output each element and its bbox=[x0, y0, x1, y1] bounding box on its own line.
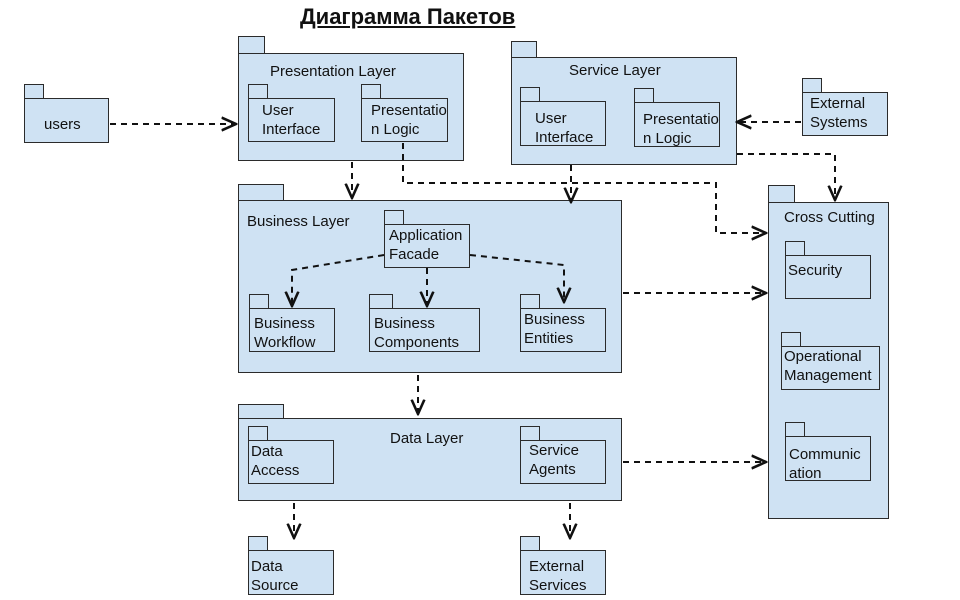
package-body bbox=[520, 440, 606, 484]
package-body bbox=[785, 255, 871, 299]
package-label: User Interface bbox=[535, 110, 594, 146]
package-body bbox=[785, 436, 871, 481]
package-label: Data Access bbox=[251, 443, 300, 479]
arrow-service-to-cross-cutting bbox=[737, 153, 835, 200]
arrow-presentation-logic-to-cross-cutting bbox=[402, 143, 766, 233]
package-label: Business Workflow bbox=[254, 315, 316, 351]
package-body bbox=[24, 98, 109, 143]
package-label: Communic ation bbox=[789, 446, 861, 482]
package-label: Application Facade bbox=[389, 227, 463, 263]
package-body bbox=[248, 98, 335, 142]
package-label: Service Layer bbox=[569, 62, 661, 79]
package-body bbox=[802, 92, 888, 136]
package-label: Presentatio n Logic bbox=[371, 102, 447, 138]
package-label: Cross Cutting bbox=[784, 209, 875, 226]
package-label: Security bbox=[788, 262, 843, 279]
package-body bbox=[248, 440, 334, 484]
package-body bbox=[520, 101, 606, 146]
package-body bbox=[781, 346, 880, 390]
arrow-facade-to-workflow bbox=[292, 254, 385, 306]
package-label: Data Layer bbox=[390, 430, 464, 447]
diagram-title: Диаграмма Пакетов bbox=[300, 4, 516, 29]
package-body bbox=[384, 224, 470, 268]
package-label: Presentatio n Logic bbox=[643, 111, 719, 147]
package-label: Business Components bbox=[374, 315, 460, 351]
package-body bbox=[520, 308, 606, 352]
package-label: External Systems bbox=[810, 95, 868, 131]
package-body bbox=[361, 98, 448, 142]
package-body bbox=[369, 308, 480, 352]
package-body bbox=[248, 550, 334, 595]
package-label: Service Agents bbox=[529, 442, 580, 478]
package-body bbox=[634, 102, 720, 147]
package-label: users bbox=[44, 116, 81, 133]
package-label: Business Entities bbox=[524, 311, 585, 347]
package-label: External Services bbox=[529, 558, 587, 594]
package-body bbox=[520, 550, 606, 595]
package-label: Business Layer bbox=[247, 213, 350, 230]
package-label: Data Source bbox=[251, 558, 299, 594]
arrow-facade-to-entities bbox=[469, 254, 564, 302]
package-label: Presentation Layer bbox=[270, 63, 396, 80]
package-label: Operational Management bbox=[784, 348, 872, 384]
package-body bbox=[249, 308, 335, 352]
package-label: User Interface bbox=[262, 102, 321, 138]
